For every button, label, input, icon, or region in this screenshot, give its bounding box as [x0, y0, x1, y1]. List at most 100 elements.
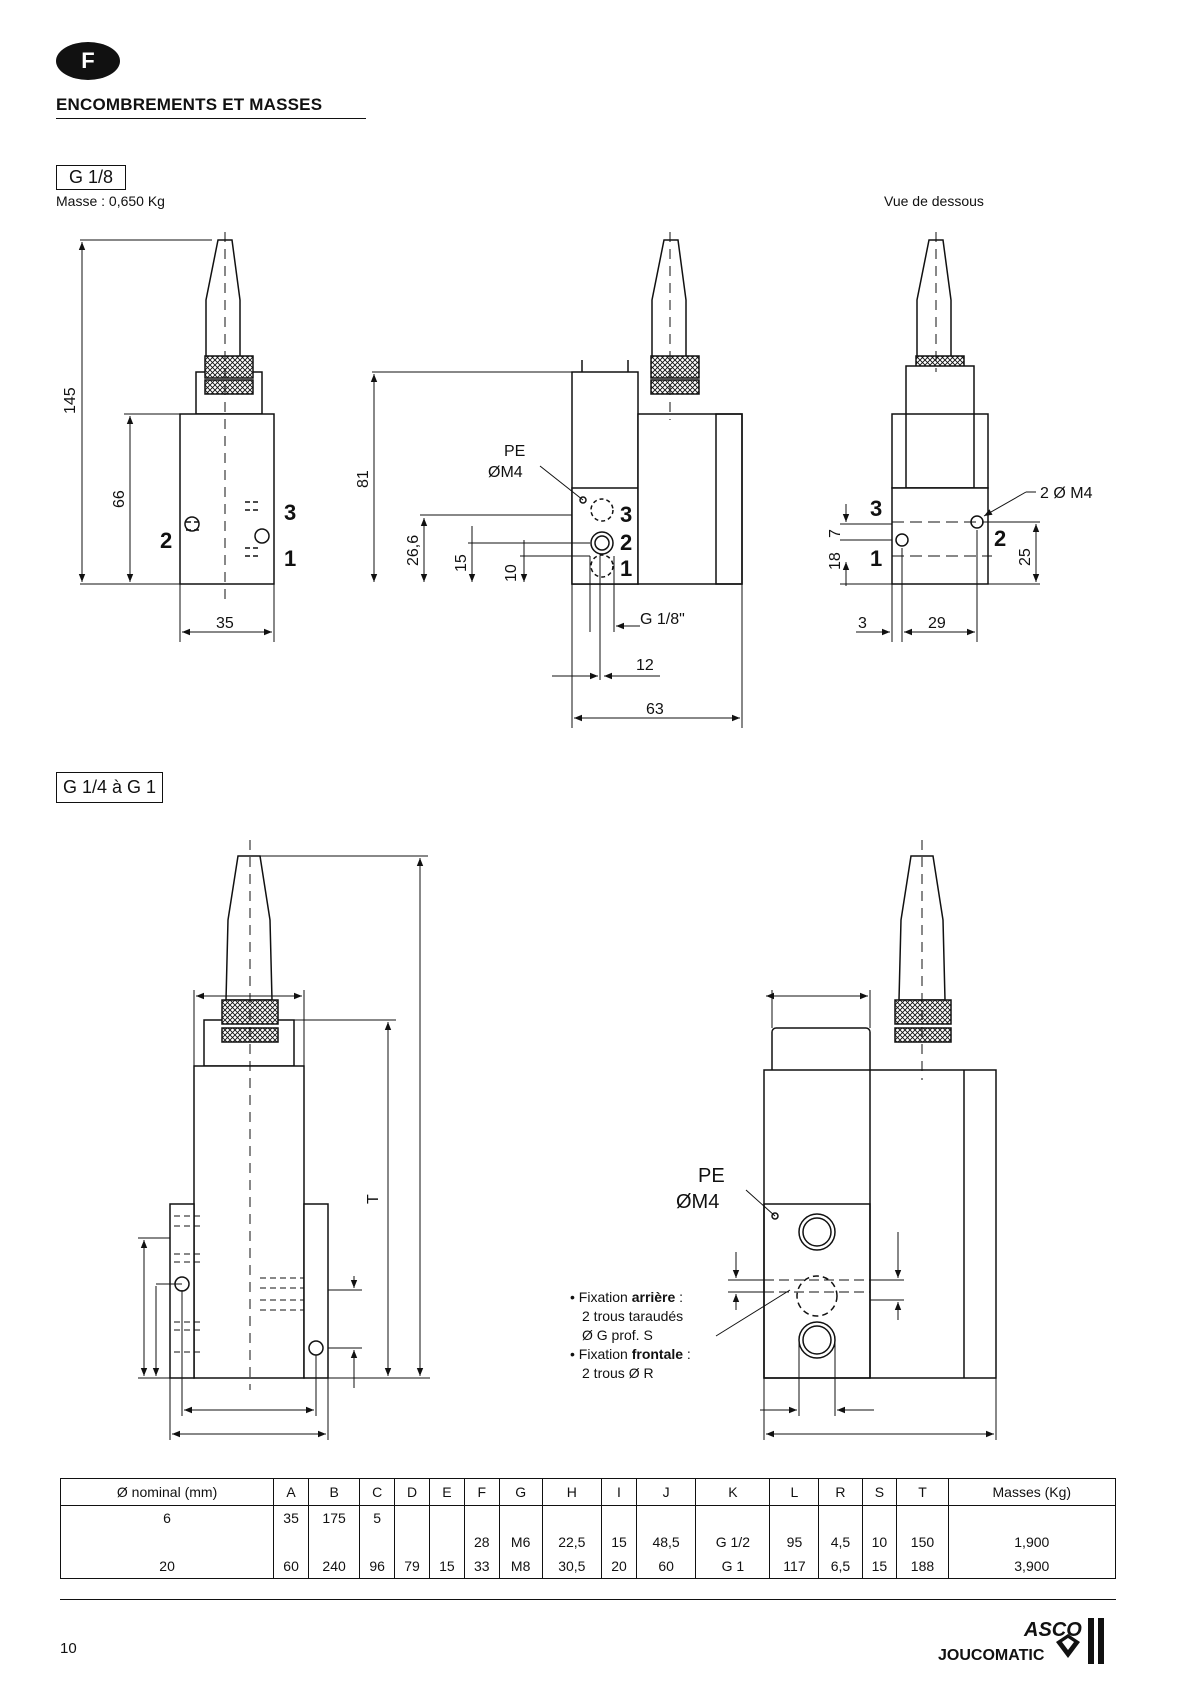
front-note-suffix: : — [683, 1346, 691, 1362]
mass-label: Masse : 0,650 Kg — [56, 193, 165, 209]
table-cell: 95 — [769, 1530, 819, 1554]
pe-label-2: PE — [698, 1165, 725, 1187]
table-cell: 79 — [394, 1554, 430, 1579]
front-note-bold: frontale — [631, 1346, 684, 1362]
g18-front-view — [179, 232, 275, 600]
table-cell: 20 — [159, 1558, 175, 1574]
table-cell — [394, 1530, 430, 1554]
table-header-cell: Masses (Kg) — [947, 1478, 1116, 1506]
dim-7: 7 — [827, 529, 844, 538]
port-2-bottom: 2 — [994, 526, 1006, 551]
table-header-cell: H — [541, 1478, 602, 1506]
table-header-cell: L — [769, 1478, 819, 1506]
table-cell: 35 — [273, 1505, 309, 1530]
table-cell: 175 — [307, 1505, 360, 1530]
table-cell: M6 — [498, 1530, 543, 1554]
table-cell: 150 — [896, 1530, 949, 1554]
table-cell — [861, 1505, 897, 1530]
table-cell: 48,5 — [635, 1530, 696, 1554]
bottom-view-label: Vue de dessous — [884, 193, 984, 209]
table-cell: 4,5 — [818, 1530, 862, 1554]
table-cell: 117 — [769, 1554, 819, 1579]
table-cell — [896, 1505, 949, 1530]
table-cell — [428, 1505, 465, 1530]
g14-side-dims — [715, 990, 997, 1440]
table-cell: G 1/2 — [695, 1530, 770, 1554]
table-cell: 6,5 — [818, 1554, 862, 1579]
port-2-front: 2 — [160, 528, 172, 553]
table-cell: 96 — [359, 1554, 395, 1579]
table-cell: 6 — [163, 1510, 171, 1526]
table-cell — [947, 1505, 1116, 1530]
table-cell: 60 — [273, 1554, 309, 1579]
table-cell — [601, 1505, 637, 1530]
table-header-cell: R — [818, 1478, 862, 1506]
table-header-cell: S — [861, 1478, 897, 1506]
table-cell: 5 — [359, 1505, 395, 1530]
port-3-front: 3 — [284, 500, 296, 525]
table-cell — [359, 1530, 395, 1554]
table-cell: 60 — [635, 1554, 696, 1579]
table-header-cell: E — [428, 1478, 465, 1506]
table-header-cell: J — [635, 1478, 696, 1506]
table-cell — [498, 1505, 543, 1530]
bar-icon — [1088, 1618, 1094, 1664]
table-cell: G 1 — [695, 1554, 770, 1579]
port-1-front: 1 — [284, 546, 296, 571]
dim-18: 18 — [827, 552, 844, 570]
dim-145: 145 — [62, 387, 79, 414]
table-cell: 1,900 — [947, 1530, 1116, 1554]
table-header-cell: A — [273, 1478, 309, 1506]
title-underline — [56, 118, 366, 119]
table-cell: 188 — [896, 1554, 949, 1579]
table-cell — [61, 1530, 274, 1554]
footer-rule — [60, 1599, 1116, 1600]
rear-note-line2: 2 trous taraudés — [582, 1308, 684, 1324]
g14-front-dims — [138, 855, 430, 1440]
table-cell: 33 — [463, 1554, 500, 1579]
table-cell: 20 — [601, 1554, 637, 1579]
dim-10: 10 — [503, 564, 520, 582]
rear-note-suffix: : — [675, 1289, 684, 1305]
table-cell: 15 — [428, 1554, 465, 1579]
dim-35: 35 — [216, 615, 234, 632]
dim-g18-thread: G 1/8" — [640, 611, 685, 628]
port-2-side: 2 — [620, 530, 632, 555]
pe-thread-1: ØM4 — [488, 464, 523, 481]
dim-66: 66 — [111, 490, 128, 508]
table-cell: 30,5 — [541, 1554, 602, 1579]
table-header-cell: T — [896, 1478, 949, 1506]
port-3-bottom: 3 — [870, 496, 882, 521]
table-cell: M8 — [498, 1554, 543, 1579]
table-cell: 28 — [463, 1530, 500, 1554]
brand-bottom: JOUCOMATIC — [938, 1647, 1045, 1664]
size-label-g18: G 1/8 — [56, 165, 127, 190]
language-badge: F — [56, 42, 120, 80]
table-cell: 15 — [861, 1554, 897, 1579]
table-cell: 3,900 — [947, 1554, 1116, 1579]
table-header-cell: G — [498, 1478, 543, 1506]
table-cell — [769, 1505, 819, 1530]
fixation-notes: • Fixation arrière : 2 trous taraudés Ø … — [570, 1288, 691, 1383]
table-cell — [428, 1530, 465, 1554]
dim-3: 3 — [858, 615, 867, 632]
dim-15: 15 — [453, 554, 470, 572]
g18-bottom-view — [891, 232, 992, 585]
dim-t: T — [365, 1194, 382, 1204]
table-header-cell: K — [695, 1478, 770, 1506]
port-1-side: 1 — [620, 556, 632, 581]
asco-joucomatic-logo: ASCO JOUCOMATIC — [938, 1618, 1104, 1664]
table-cell — [463, 1505, 500, 1530]
table-cell: 10 — [861, 1530, 897, 1554]
g14-front-view — [169, 840, 329, 1390]
port-1-bottom: 1 — [870, 546, 882, 571]
table-cell — [273, 1530, 309, 1554]
dim-81: 81 — [355, 470, 372, 488]
table-cell — [635, 1505, 696, 1530]
table-cell — [695, 1505, 770, 1530]
pe-label-1: PE — [504, 443, 525, 460]
